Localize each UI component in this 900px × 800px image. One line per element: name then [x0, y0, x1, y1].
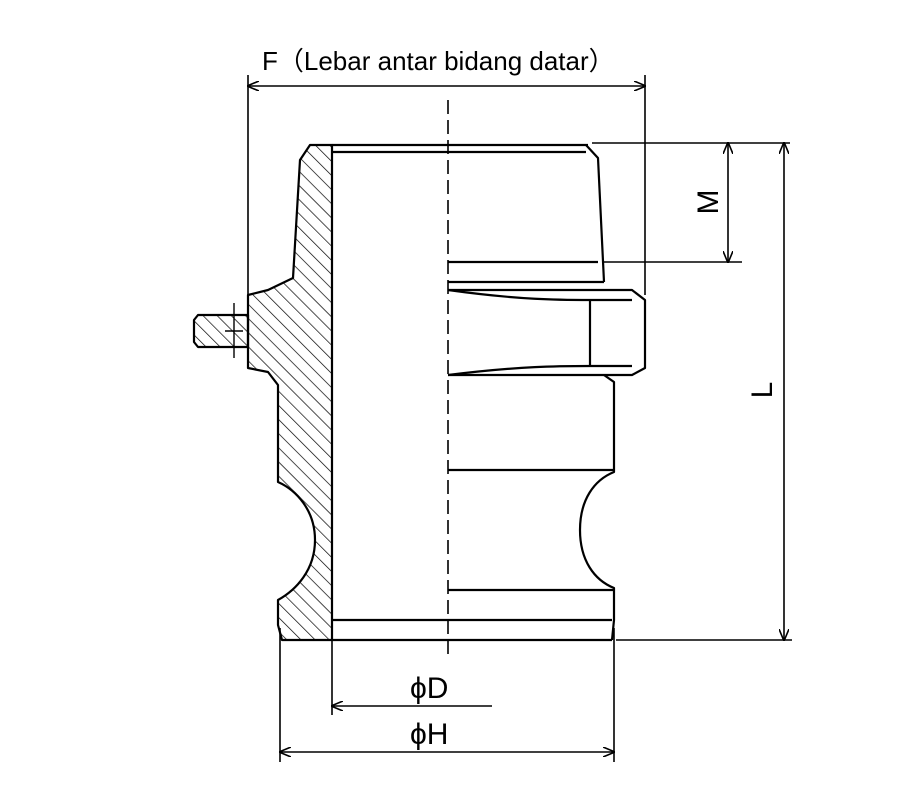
- bore-outline: [332, 143, 612, 642]
- dimension-m: [592, 143, 790, 262]
- external-profile: [447, 144, 647, 641]
- dimension-f: [248, 75, 645, 300]
- dimension-h-label: ϕH: [410, 718, 448, 751]
- dimension-f-label: F（Lebar antar bidang datar）: [262, 46, 615, 76]
- dimension-m-label: M: [692, 190, 725, 215]
- dimension-l-label: L: [746, 382, 779, 399]
- dimension-h: [280, 628, 614, 762]
- dimension-d-label: ϕD: [410, 672, 448, 705]
- section-hatched-wall: [192, 143, 334, 642]
- dimension-l: [616, 143, 792, 640]
- dimension-d: [332, 640, 492, 715]
